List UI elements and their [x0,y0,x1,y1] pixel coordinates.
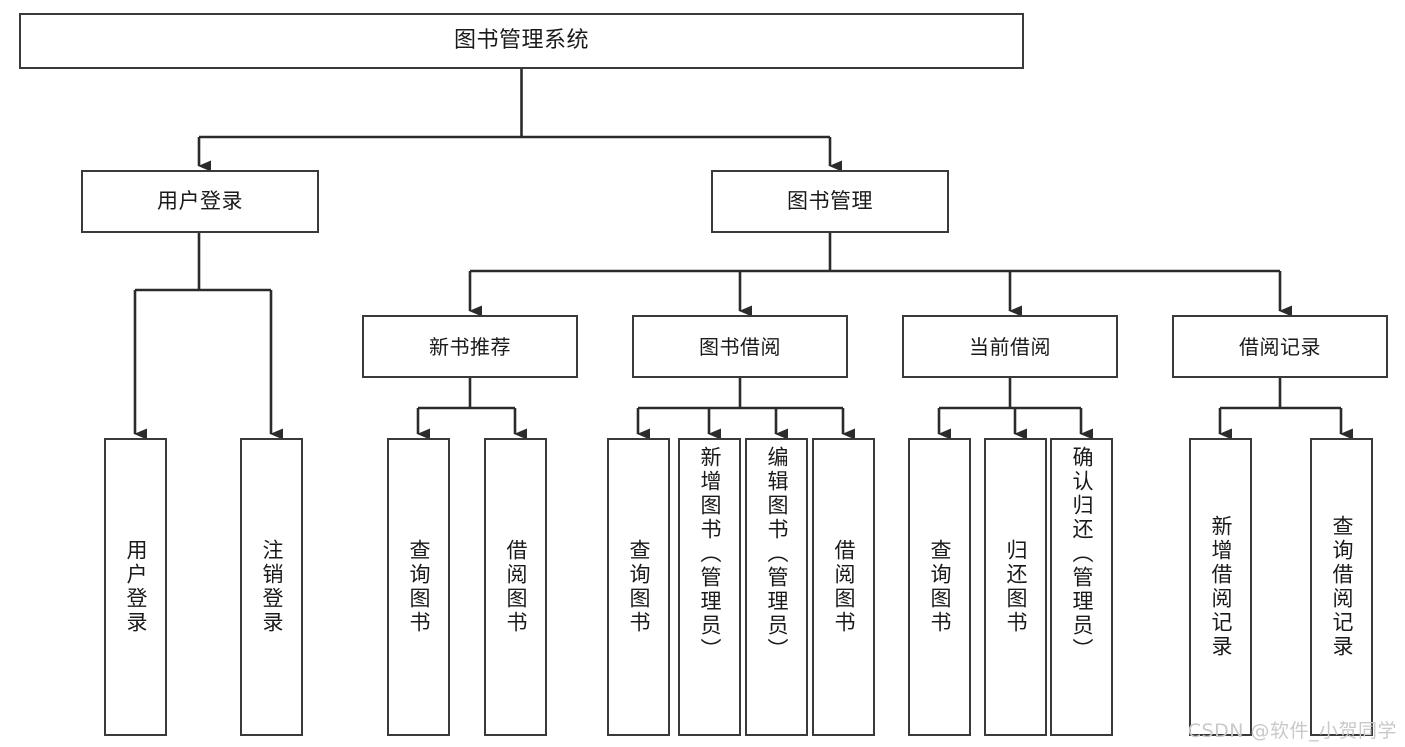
leaf-logout-label: 注销登录 [260,539,284,635]
csdn-watermark: CSDN @软件_小贺同学 [1187,720,1397,742]
node-book-borrow-label: 图书借阅 [699,334,781,359]
leaf-borrow-books-label: 借阅图书 [832,539,856,635]
leaf-query-books-new[interactable]: 查询图书 [387,438,450,736]
leaf-borrow-books[interactable]: 借阅图书 [812,438,875,736]
node-book-management[interactable]: 图书管理 [711,170,949,233]
leaf-edit-book-admin[interactable]: 编辑图书（管理员） [745,438,808,736]
node-current-borrow-label: 当前借阅 [969,334,1051,359]
leaf-query-books-borrow-label: 查询图书 [627,539,651,635]
node-borrow-records[interactable]: 借阅记录 [1172,315,1388,378]
leaf-logout[interactable]: 注销登录 [240,438,303,736]
leaf-query-books-current[interactable]: 查询图书 [908,438,971,736]
node-new-book-recommend-label: 新书推荐 [429,334,511,359]
leaf-add-book-admin[interactable]: 新增图书（管理员） [678,438,741,736]
leaf-borrow-books-new[interactable]: 借阅图书 [484,438,547,736]
leaf-edit-book-admin-label: 编辑图书（管理员） [765,446,789,662]
leaf-query-borrow-record[interactable]: 查询借阅记录 [1310,438,1373,736]
leaf-query-books-borrow[interactable]: 查询图书 [607,438,670,736]
node-current-borrow[interactable]: 当前借阅 [902,315,1118,378]
leaf-return-books-label: 归还图书 [1004,539,1028,635]
leaf-confirm-return-admin[interactable]: 确认归还（管理员） [1050,438,1113,736]
node-user-login[interactable]: 用户登录 [81,170,319,233]
leaf-add-borrow-record[interactable]: 新增借阅记录 [1189,438,1252,736]
leaf-query-books-new-label: 查询图书 [407,539,431,635]
leaf-confirm-return-admin-label: 确认归还（管理员） [1070,446,1094,662]
node-root-label: 图书管理系统 [453,27,589,53]
leaf-query-borrow-record-label: 查询借阅记录 [1330,515,1354,659]
leaf-user-login[interactable]: 用户登录 [104,438,167,736]
leaf-borrow-books-new-label: 借阅图书 [504,539,528,635]
node-user-login-label: 用户登录 [157,188,243,213]
node-borrow-records-label: 借阅记录 [1239,334,1321,359]
node-book-management-label: 图书管理 [787,188,873,213]
leaf-add-book-admin-label: 新增图书（管理员） [698,446,722,662]
node-book-borrow[interactable]: 图书借阅 [632,315,848,378]
leaf-add-borrow-record-label: 新增借阅记录 [1209,515,1233,659]
leaf-query-books-current-label: 查询图书 [928,539,952,635]
leaf-user-login-label: 用户登录 [124,539,148,635]
node-new-book-recommend[interactable]: 新书推荐 [362,315,578,378]
node-root[interactable]: 图书管理系统 [19,13,1024,69]
leaf-return-books[interactable]: 归还图书 [984,438,1047,736]
